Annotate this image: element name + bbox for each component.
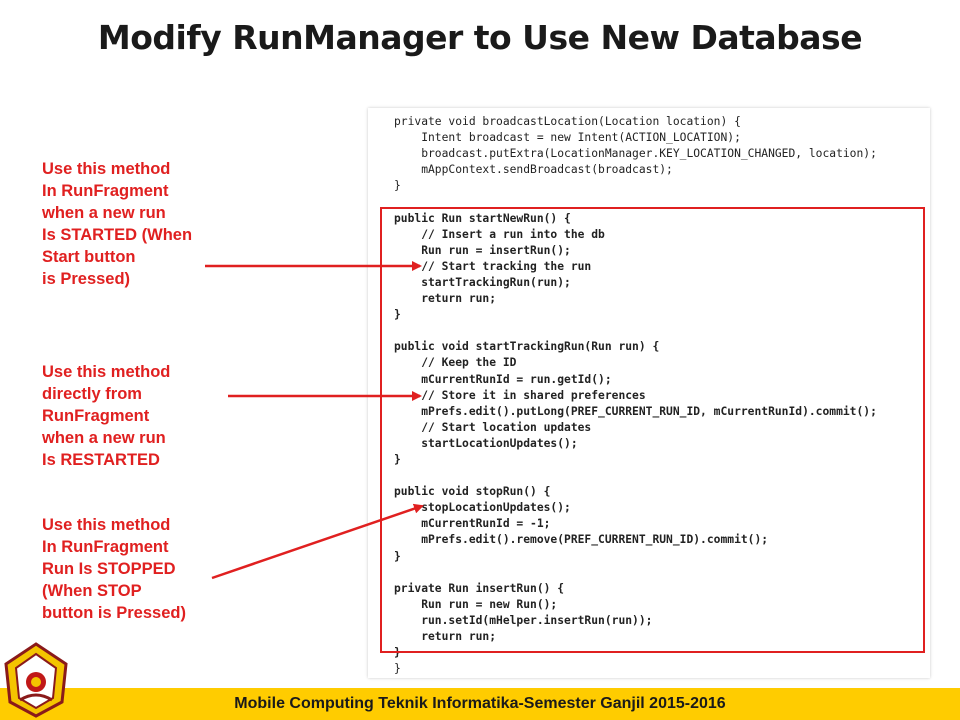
code-line: public void startTrackingRun(Run run) { (394, 340, 660, 354)
note-start-tracking-run: Use this method directly from RunFragmen… (42, 363, 171, 469)
university-emblem-icon (4, 642, 68, 718)
code-line: run.setId(mHelper.insertRun(run)); (394, 613, 653, 627)
code-line: // Store it in shared preferences (394, 388, 646, 402)
code-line: // Insert a run into the db (394, 227, 605, 241)
highlight-box (380, 207, 925, 653)
footer-text: Mobile Computing Teknik Informatika-Seme… (234, 695, 726, 712)
code-line: } (394, 452, 401, 466)
code-line: startLocationUpdates(); (394, 436, 578, 450)
note-stop-run: Use this method In RunFragment Run Is ST… (42, 516, 186, 622)
code-line: stopLocationUpdates(); (394, 501, 571, 515)
code-block: private void broadcastLocation(Location … (394, 114, 877, 677)
arrow-stop-run (211, 503, 424, 580)
code-line: return run; (394, 630, 497, 643)
code-line: } (394, 662, 401, 676)
code-line: // Keep the ID (394, 356, 517, 370)
code-line: startTrackingRun(run); (394, 275, 571, 289)
code-line: mPrefs.edit().putLong(PREF_CURRENT_RUN_I… (394, 404, 877, 418)
code-line: mCurrentRunId = run.getId(); (394, 372, 612, 386)
note-start-new-run: Use this method In RunFragment when a ne… (42, 160, 193, 288)
code-line: return run; (394, 292, 497, 306)
code-line: Run run = insertRun(); (394, 243, 571, 257)
code-line: Intent broadcast = new Intent(ACTION_LOC… (394, 131, 741, 145)
code-line: private void broadcastLocation(Location … (394, 115, 741, 128)
footer-bar: Mobile Computing Teknik Informatika-Seme… (0, 688, 960, 720)
code-line: } (394, 549, 401, 563)
code-line: public Run startNewRun() { (394, 211, 571, 225)
code-line: public void stopRun() { (394, 485, 551, 499)
code-line: mCurrentRunId = -1; (394, 517, 551, 531)
code-line: } (394, 308, 401, 322)
code-line: private Run insertRun() { (394, 581, 565, 595)
slide-title: Modify RunManager to Use New Database (97, 18, 863, 57)
code-line: broadcast.putExtra(LocationManager.KEY_L… (394, 147, 877, 161)
code-line: // Start tracking the run (394, 259, 592, 273)
code-screenshot: private void broadcastLocation(Location … (368, 108, 930, 678)
code-line: mPrefs.edit().remove(PREF_CURRENT_RUN_ID… (394, 533, 769, 547)
code-line: } (394, 179, 401, 193)
code-line: Run run = new Run(); (394, 597, 558, 611)
code-line: // Start location updates (394, 420, 592, 434)
code-line: mAppContext.sendBroadcast(broadcast); (394, 163, 673, 177)
